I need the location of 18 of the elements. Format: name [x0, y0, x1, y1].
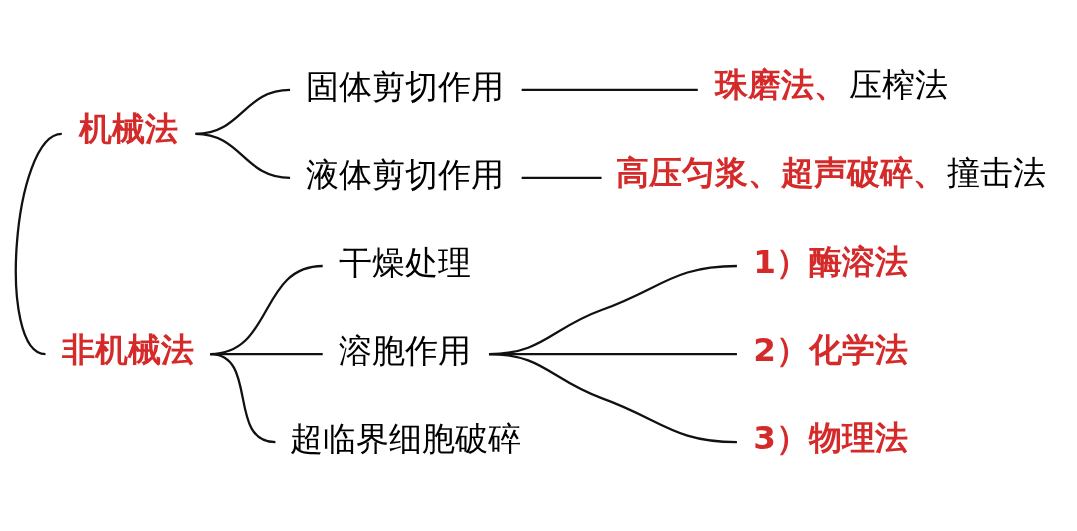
- node-text: 干燥处理: [339, 243, 472, 282]
- connector: [489, 352, 737, 443]
- node-text: 珠磨法、压榨法: [714, 65, 948, 104]
- connector: [14, 132, 63, 355]
- connector: [210, 352, 276, 443]
- node-text: 机械法: [78, 109, 178, 148]
- connector: [195, 132, 291, 179]
- node-text: 3）物理法: [753, 418, 908, 457]
- node-text: 高压匀浆、超声破碎、撞击法: [616, 153, 1047, 192]
- node-text: 溶胞作用: [339, 331, 472, 370]
- node-text: 超临界细胞破碎: [290, 419, 522, 458]
- node-text: 固体剪切作用: [306, 67, 505, 106]
- node-text: 液体剪切作用: [306, 155, 505, 194]
- connector: [521, 176, 602, 179]
- node-text: 1）酶溶法: [753, 242, 908, 281]
- connector: [521, 88, 698, 91]
- node-text: 2）化学法: [753, 330, 908, 369]
- node-text: 非机械法: [61, 330, 194, 369]
